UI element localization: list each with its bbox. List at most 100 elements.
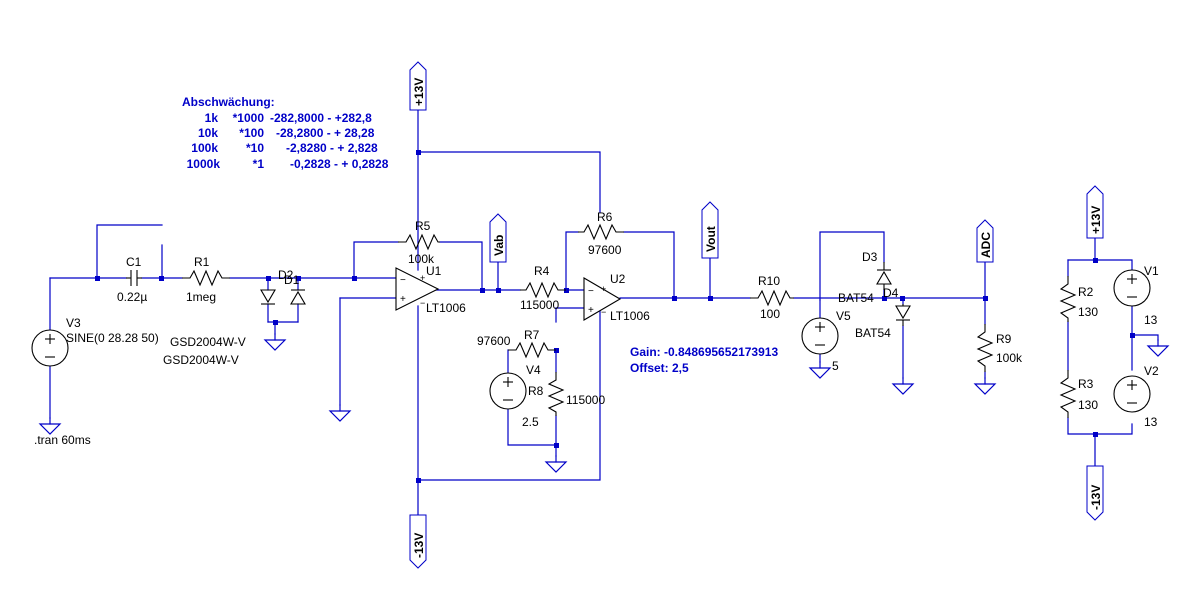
ground-symbol	[1147, 339, 1169, 357]
opamp-u2[interactable]: − + + −	[583, 277, 622, 321]
d4-model: BAT54	[855, 326, 891, 340]
v4-name: V4	[526, 363, 541, 377]
u1-name: U1	[426, 264, 442, 278]
r9-value: 100k	[996, 351, 1023, 365]
factor-100k: *10	[246, 141, 264, 155]
v2-name: V2	[1144, 364, 1159, 378]
d2-name: D2	[278, 268, 294, 282]
ground-symbol	[974, 377, 996, 395]
u2-model: LT1006	[610, 309, 650, 323]
r1-name: R1	[194, 255, 210, 269]
resistor-r7[interactable]	[508, 341, 556, 359]
diode-d2[interactable]	[260, 289, 276, 305]
net-flag-adc: ADC	[976, 219, 994, 263]
r2-name: R2	[1078, 285, 1094, 299]
r8-value: 115000	[566, 393, 605, 407]
diode-d4[interactable]	[895, 304, 911, 326]
svg-text:-13V: -13V	[1089, 485, 1103, 510]
net-flag-vout: Vout	[701, 201, 719, 259]
offset-note: Offset: 2,5	[630, 361, 689, 375]
range-1000k: 1000k	[187, 157, 221, 171]
range-100k: 100k	[191, 141, 218, 155]
d1-name: D1	[284, 273, 300, 287]
voltage-source-v4[interactable]	[489, 372, 527, 410]
ground-symbol	[809, 361, 831, 379]
v2-value: 13	[1144, 415, 1158, 429]
net-flag-vab: Vab	[489, 213, 507, 263]
r3-name: R3	[1078, 377, 1094, 391]
factor-10k: *100	[239, 126, 264, 140]
r4-value: 115000	[520, 298, 559, 312]
svg-text:−: −	[420, 298, 425, 308]
d2-model: GSD2004W-V	[170, 335, 246, 349]
resistor-r1[interactable]	[182, 269, 230, 287]
svg-text:+: +	[400, 294, 406, 305]
r10-value: 100	[760, 307, 780, 321]
gain-note: Gain: -0.848695652173913	[630, 345, 778, 359]
ground-symbol	[892, 377, 914, 395]
diode-d3[interactable]	[876, 262, 892, 290]
span-1000k: -0,2828 - + 0,2828	[290, 157, 389, 171]
r3-value: 130	[1078, 398, 1098, 412]
svg-text:+: +	[601, 284, 606, 294]
ground-symbol	[545, 455, 567, 473]
v4-value: 2.5	[522, 415, 539, 429]
ground-symbol	[264, 333, 286, 351]
svg-text:−: −	[588, 286, 594, 297]
resistor-r10[interactable]	[750, 289, 794, 307]
svg-text:Vout: Vout	[704, 226, 718, 252]
v5-name: V5	[836, 309, 851, 323]
c1-name: C1	[126, 255, 142, 269]
resistor-r6[interactable]	[578, 223, 624, 241]
opamp-u1[interactable]: − + + −	[395, 267, 440, 311]
svg-text:+: +	[588, 305, 594, 316]
resistor-r9[interactable]	[976, 324, 994, 372]
voltage-source-v2[interactable]	[1113, 375, 1151, 413]
resistor-r4[interactable]	[520, 281, 566, 299]
net-flag-plus13-right: +13V	[1086, 185, 1104, 239]
voltage-source-v3[interactable]	[31, 329, 69, 367]
capacitor-c1[interactable]	[126, 270, 142, 286]
factor-1k: *1000	[233, 111, 265, 125]
v1-name: V1	[1144, 264, 1159, 278]
svg-text:+13V: +13V	[412, 78, 426, 106]
net-flag-minus13-bottom: -13V	[409, 514, 427, 569]
svg-text:−: −	[400, 275, 406, 286]
net-flag-minus13-right: -13V	[1086, 465, 1104, 521]
r4-name: R4	[534, 264, 550, 278]
ground-symbol	[329, 404, 351, 422]
range-1k: 1k	[205, 111, 219, 125]
span-1k: -282,8000 - +282,8	[270, 111, 372, 125]
resistor-r5[interactable]	[398, 233, 440, 251]
d3-model: BAT54	[838, 291, 874, 305]
v5-value: 5	[832, 359, 839, 373]
d1-model: GSD2004W-V	[163, 353, 239, 367]
svg-text:−: −	[601, 307, 606, 317]
v1-value: 13	[1144, 313, 1158, 327]
svg-text:ADC: ADC	[979, 232, 993, 258]
spice-directive: .tran 60ms	[34, 433, 91, 447]
r5-value: 100k	[408, 252, 435, 266]
u2-name: U2	[610, 272, 626, 286]
voltage-source-v5[interactable]	[801, 317, 839, 355]
resistor-r8[interactable]	[547, 372, 565, 416]
svg-text:Vab: Vab	[492, 235, 506, 256]
svg-text:+13V: +13V	[1089, 206, 1103, 234]
v3-value: SINE(0 28.28 50)	[66, 331, 159, 345]
v3-name: V3	[66, 316, 81, 330]
resistor-r2[interactable]	[1059, 276, 1077, 322]
factor-1000k: *1	[253, 157, 265, 171]
r5-name: R5	[415, 219, 431, 233]
span-10k: -28,2800 - + 28,28	[276, 126, 375, 140]
resistor-r3[interactable]	[1059, 370, 1077, 418]
r6-value: 97600	[588, 243, 622, 257]
r6-name: R6	[597, 210, 613, 224]
r10-name: R10	[758, 274, 780, 288]
r7-value: 97600	[477, 334, 511, 348]
diode-d1[interactable]	[290, 289, 306, 305]
ground-symbol	[39, 417, 61, 435]
c1-value: 0.22µ	[117, 290, 147, 304]
r7-name: R7	[524, 328, 540, 342]
svg-text:+: +	[420, 273, 425, 283]
range-10k: 10k	[198, 126, 218, 140]
